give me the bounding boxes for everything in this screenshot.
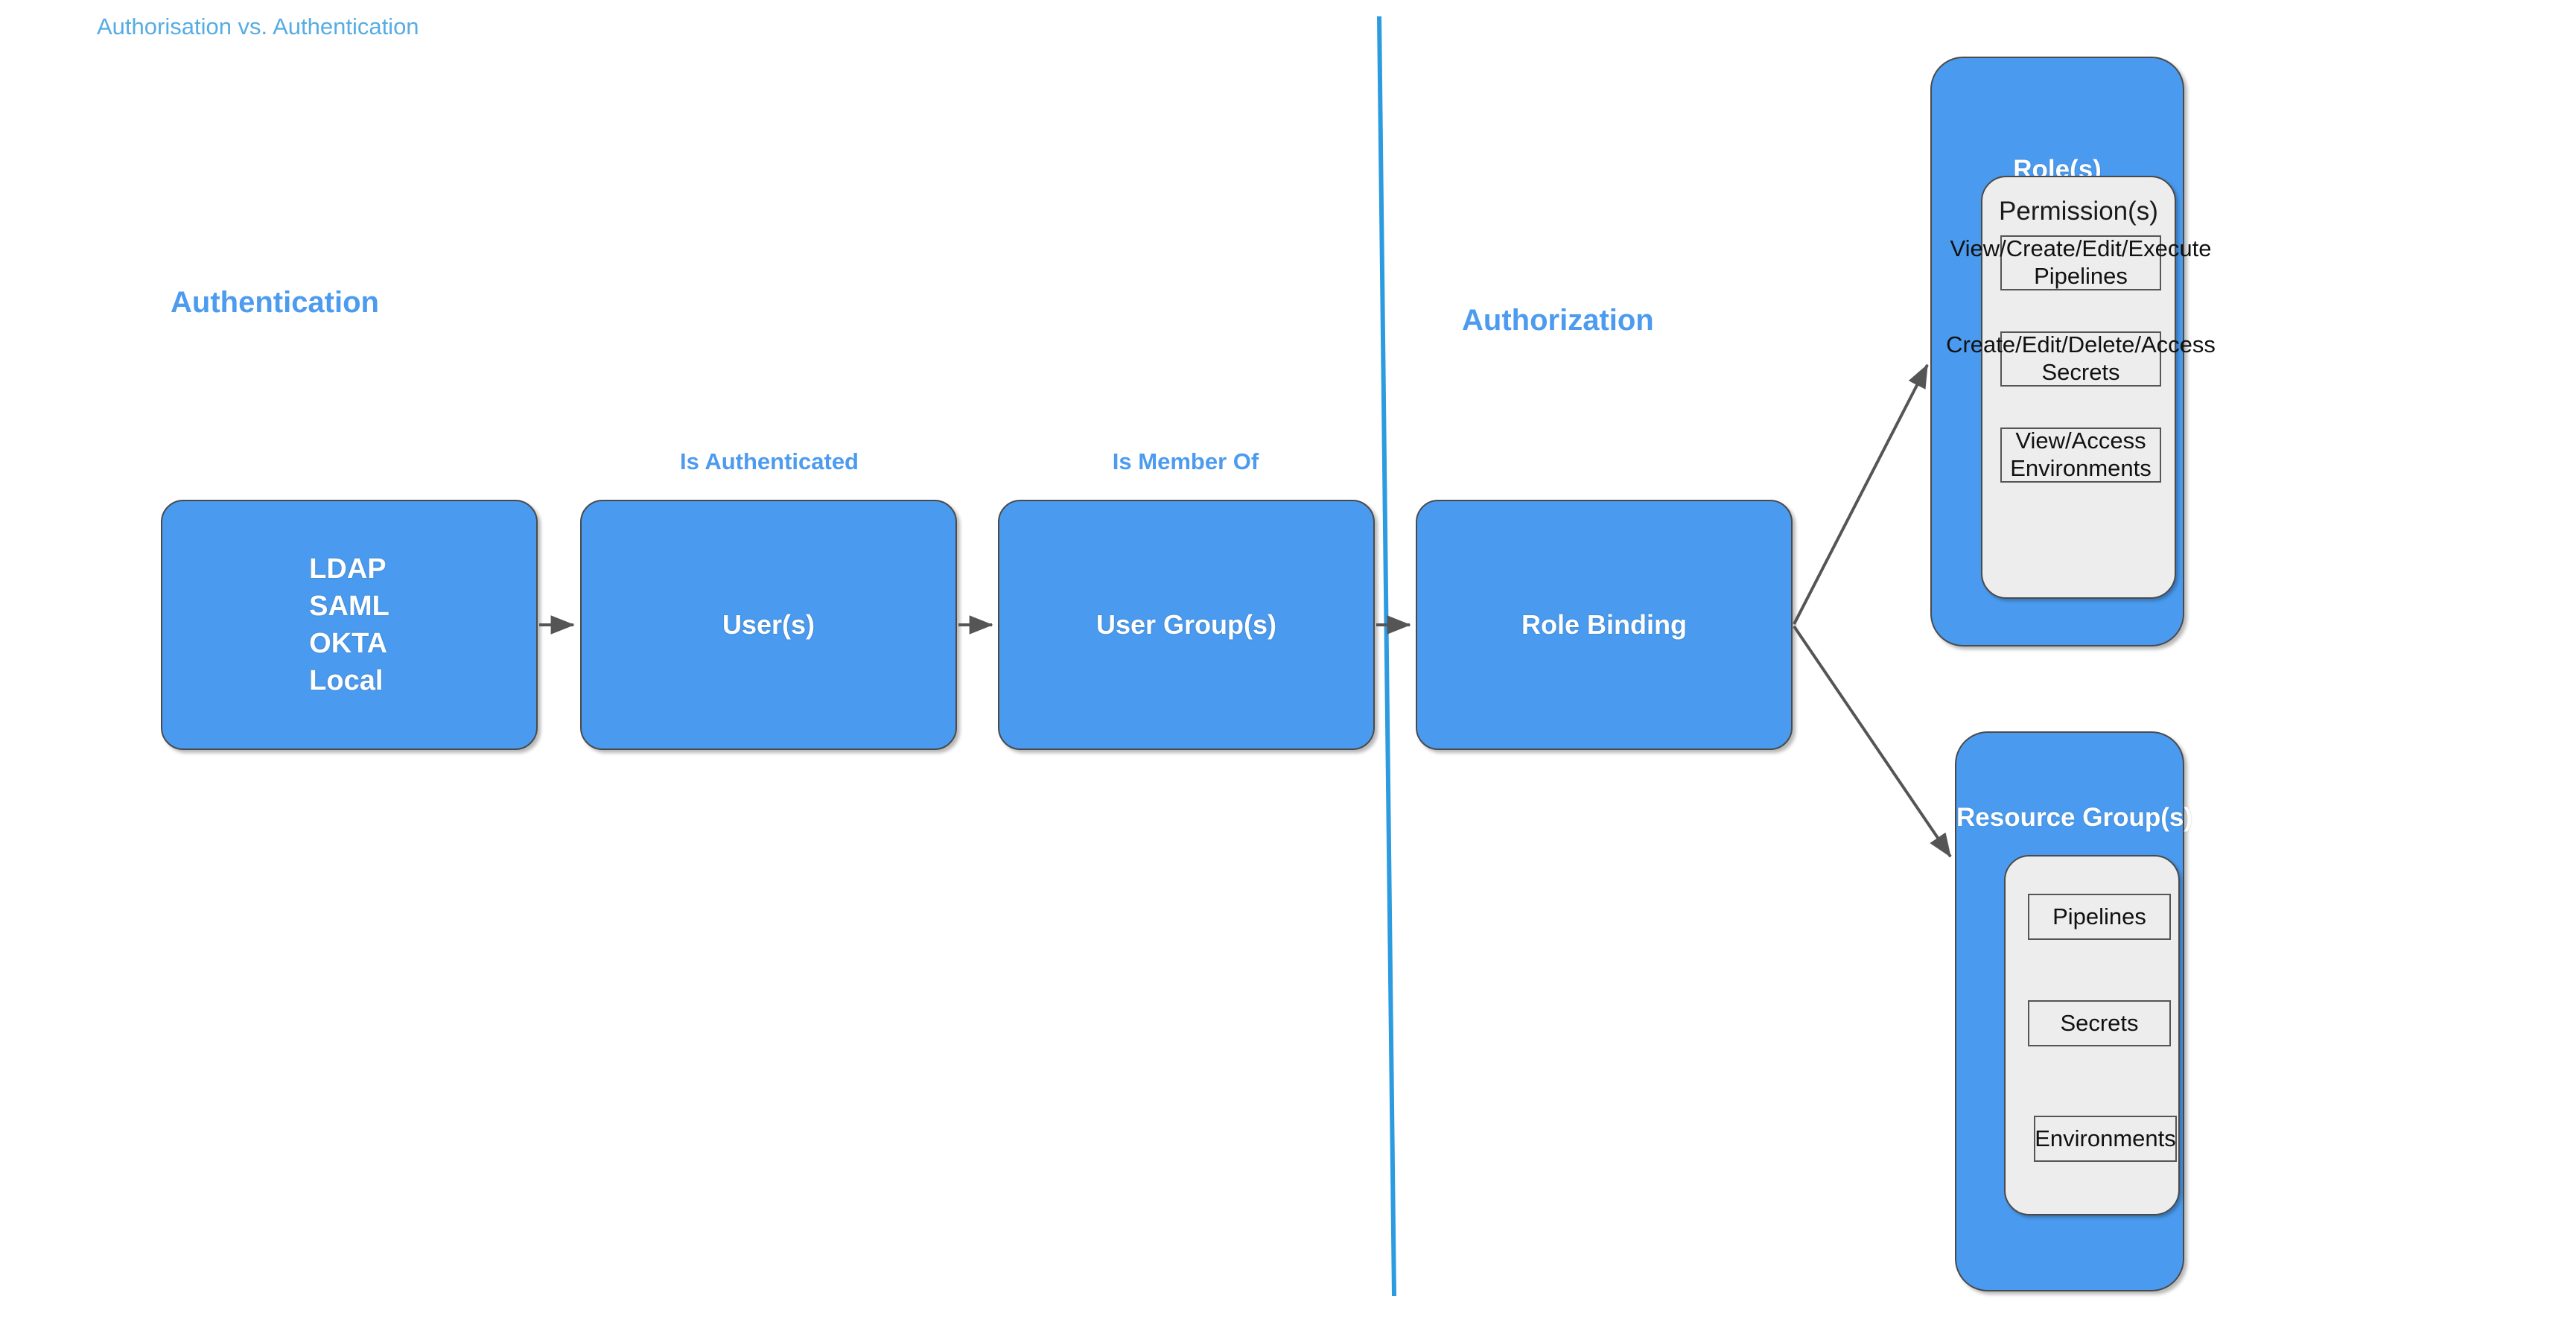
permission-item[interactable]: Create/Edit/Delete/Access Secrets: [1946, 331, 2216, 387]
page-title: Authorisation vs. Authentication: [97, 13, 419, 39]
section-header-authorization: Authorization: [1462, 304, 1654, 337]
arrow-role-binding-to-resource-groups: [1793, 625, 1952, 858]
resource-item[interactable]: Pipelines: [2028, 894, 2171, 940]
auth-method-ldap: LDAP: [309, 553, 387, 585]
auth-method-saml: SAML: [309, 590, 389, 622]
arrow-role-binding-to-roles: [1793, 363, 1929, 625]
permission-item[interactable]: View/Create/Edit/Execute Pipelines: [1950, 235, 2212, 290]
section-divider: [1377, 16, 1396, 1297]
edge-label-is-authenticated: Is Authenticated: [680, 448, 859, 474]
node-role-binding[interactable]: Role Binding: [1416, 500, 1793, 750]
node-role-binding-label: Role Binding: [1521, 609, 1687, 641]
auth-method-local: Local: [309, 665, 384, 697]
permission-item[interactable]: View/Access Environments: [2000, 428, 2161, 483]
resource-item[interactable]: Secrets: [2028, 1000, 2171, 1046]
edge-label-is-member-of: Is Member Of: [1112, 448, 1259, 474]
node-auth-methods-label: LDAP SAML OKTA Local: [309, 550, 389, 700]
resource-item[interactable]: Environments: [2034, 1116, 2177, 1162]
node-users[interactable]: User(s): [580, 500, 957, 750]
panel-permissions-title: Permission(s): [1999, 197, 2158, 226]
section-header-authentication: Authentication: [171, 286, 379, 319]
node-auth-methods[interactable]: LDAP SAML OKTA Local: [161, 500, 538, 750]
node-user-groups-label: User Group(s): [1095, 609, 1277, 641]
group-roles[interactable]: Role(s) Permission(s) View/Create/Edit/E…: [1930, 57, 2216, 646]
group-resource-groups-title: Resource Group(s): [1956, 803, 2192, 832]
node-user-groups[interactable]: User Group(s): [998, 500, 1375, 750]
panel-permissions: Permission(s) View/Create/Edit/Execute P…: [1946, 176, 2216, 599]
auth-method-okta: OKTA: [309, 628, 388, 659]
group-resource-groups[interactable]: Resource Group(s) Pipelines Secrets Envi…: [1955, 731, 2192, 1291]
panel-resources: Pipelines Secrets Environments: [2004, 855, 2180, 1215]
node-users-label: User(s): [722, 609, 815, 641]
